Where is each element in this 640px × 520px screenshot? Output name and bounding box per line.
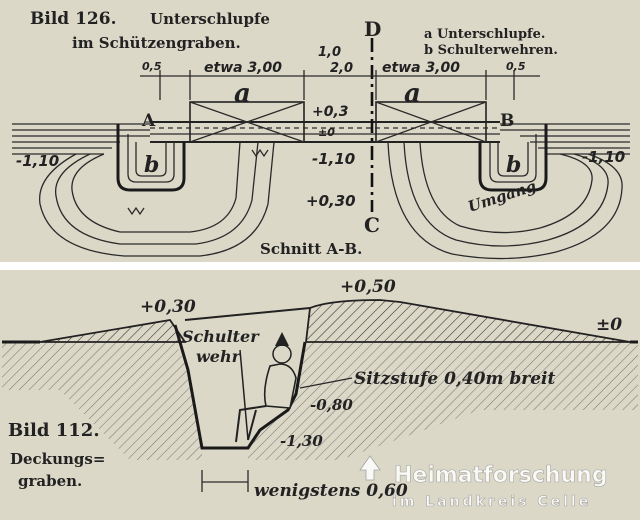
area-b-right: b: [506, 152, 521, 178]
watermark-line-1: Heimatforschung: [394, 463, 608, 488]
shoulder-block-left: [39, 124, 275, 257]
watermark-logo-icon: [359, 455, 381, 481]
level-left: -1,10: [16, 152, 59, 170]
level-left-plus-0-30: +0,30: [140, 297, 196, 317]
depth-minus-0-80: -0,80: [310, 396, 353, 414]
area-a-right: a: [404, 79, 421, 109]
level-plus-0-3: +0,3: [312, 104, 349, 120]
width-dimension: [201, 470, 249, 492]
figure-112-title: Bild 112.: [8, 420, 100, 441]
legend-b: b Schulterwehren.: [424, 43, 558, 58]
section-label-d: D: [364, 17, 381, 41]
soldier-figure: [235, 332, 297, 443]
watermark: Heimatforschung im Landkreis Celle: [359, 455, 608, 510]
dim-right-small: 0,5: [506, 60, 526, 73]
level-pm-0: ±0: [318, 126, 335, 139]
dim-etwa-left: etwa 3,00: [204, 60, 282, 76]
figure-126-title: Bild 126.: [30, 9, 117, 29]
width-label: wenigstens 0,60: [254, 481, 408, 501]
dim-mid-top: 1,0: [318, 45, 341, 60]
ground-marks: [127, 148, 269, 216]
shelter-boxes: [189, 101, 487, 143]
earth-left: [2, 342, 202, 460]
level-top-plus-0-50: +0,50: [340, 277, 396, 297]
section-label-c: C: [364, 213, 380, 237]
schulterwehr-line-2: wehr: [196, 347, 242, 366]
area-a-left: a: [234, 79, 251, 109]
figure-112-drawing: +0,30 +0,50 ±0 Schulter wehr Sitzstufe 0…: [2, 277, 638, 510]
depth-minus-1-30: -1,30: [280, 432, 323, 450]
dimension-lines: [140, 70, 540, 100]
watermark-line-2: im Landkreis Celle: [392, 494, 591, 510]
umgang-label: Umgang: [466, 177, 539, 216]
level-right-pm-0: ±0: [596, 315, 622, 335]
level-mid: -1,10: [312, 150, 355, 168]
point-label-a: A: [141, 111, 156, 131]
legend-a: a Unterschlupfe.: [424, 27, 545, 42]
parapet-left: [39, 319, 187, 343]
overhead-line: [184, 307, 311, 321]
earth-right: [248, 342, 638, 460]
area-b-left: b: [144, 152, 159, 178]
schulterwehr-line-1: Schulter: [182, 327, 260, 346]
section-caption: Schnitt A-B.: [260, 240, 362, 258]
dim-etwa-right: etwa 3,00: [382, 60, 460, 76]
level-plus-0-30: +0,30: [306, 192, 356, 210]
figure-112-subtitle-1: Deckungs=: [10, 450, 105, 468]
figure-126-drawing: Bild 126. Unterschlupfe im Schützengrabe…: [12, 9, 630, 260]
figure-126-panel: Bild 126. Unterschlupfe im Schützengrabe…: [0, 0, 640, 262]
dim-left-small: 0,5: [142, 60, 162, 73]
figure-112-panel: +0,30 +0,50 ±0 Schulter wehr Sitzstufe 0…: [0, 270, 640, 520]
figure-112-subtitle-2: graben.: [18, 472, 82, 490]
figure-126-subtitle-2: im Schützengraben.: [72, 34, 241, 52]
point-label-b: B: [500, 111, 514, 131]
figure-126-subtitle-1: Unterschlupfe: [150, 10, 270, 28]
parapet-right: [304, 299, 631, 343]
level-right: -1,10: [582, 148, 625, 166]
dim-mid-bottom: 2,0: [330, 61, 353, 76]
sitzstufe-label: Sitzstufe 0,40m breit: [354, 369, 555, 389]
sitzstufe-leader: [299, 377, 353, 389]
shoulder-block-right: [387, 124, 623, 260]
